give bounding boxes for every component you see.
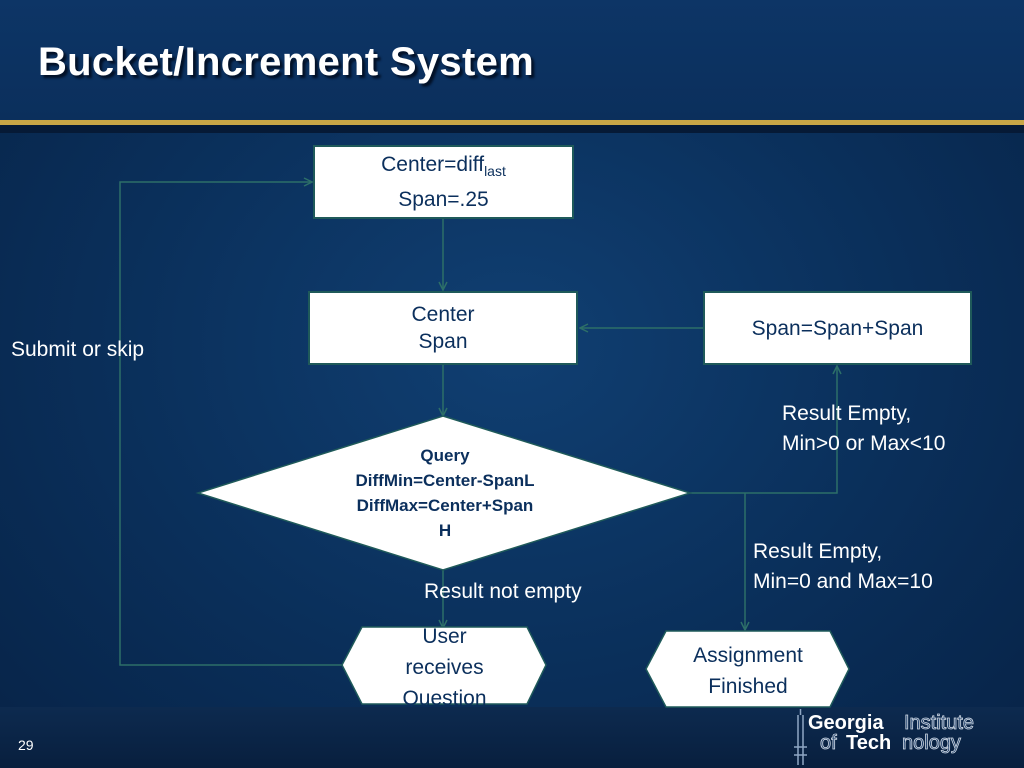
result-empty-partial-line2: Min>0 or Max<10 [782, 432, 946, 455]
logo-word-tech: Tech [846, 732, 891, 754]
footer-band [0, 707, 1024, 768]
slide-title: Bucket/Increment System [38, 40, 534, 84]
user-question-line3: Question [402, 687, 487, 707]
result-empty-partial-line1: Result Empty, [782, 402, 912, 425]
query-decision-diamond [195, 415, 693, 571]
assignment-line1: Assignment [693, 644, 803, 667]
query-line3: DiffMax=Center+Span [356, 496, 534, 515]
title-shadow-rule [0, 125, 1024, 133]
result-empty-full-label: Result Empty, Min=0 and Max=10 [753, 537, 933, 597]
tower-icon [794, 709, 807, 765]
init-box-line2: Span=.25 [398, 187, 489, 211]
init-subscript: last [484, 163, 506, 180]
query-line2: DiffMin=Center-SpanL [355, 471, 535, 490]
assignment-text: Assignment Finished [666, 640, 830, 702]
center-span-line1: Center [411, 303, 475, 326]
title-bar [0, 0, 1024, 120]
edge-query-to-span-update [690, 366, 837, 494]
init-box: Center=difflast Span=.25 [313, 145, 574, 219]
result-empty-full-line1: Result Empty, [753, 540, 883, 563]
query-line1: Query [420, 446, 470, 465]
init-box-line1: Center=difflast [381, 151, 506, 185]
logo-word-of: of [820, 732, 837, 754]
submit-or-skip-label: Submit or skip [11, 338, 145, 361]
user-question-hexagon [341, 626, 547, 705]
init-center-text: Center=diff [381, 153, 485, 177]
logo-word-georgia: Georgia [808, 712, 884, 734]
georgia-tech-logo: Georgia Institute of Tech nology [794, 709, 974, 765]
user-question-line2: receives [405, 656, 484, 679]
query-line4: H [438, 521, 452, 540]
logo-word-institute: Institute [904, 712, 974, 734]
assignment-hexagon [645, 630, 850, 708]
span-update-text: Span=Span+Span [751, 316, 924, 340]
user-question-line1: User [422, 625, 467, 648]
page-number: 29 [18, 737, 34, 753]
result-empty-partial-label: Result Empty, Min>0 or Max<10 [782, 399, 945, 459]
result-empty-full-line2: Min=0 and Max=10 [753, 570, 933, 593]
center-span-line2: Span [418, 330, 468, 353]
edge-user-loop-back [119, 182, 342, 666]
center-span-box: Center Span [308, 291, 578, 365]
logo-word-nology: nology [902, 732, 961, 754]
query-decision-text: Query DiffMin=Center-SpanL DiffMax=Cente… [315, 443, 575, 543]
span-update-box: Span=Span+Span [703, 291, 972, 365]
title-underline [0, 120, 1024, 125]
assignment-line2: Finished [708, 675, 788, 698]
user-question-text: User receives Question [362, 621, 527, 707]
result-not-empty-label: Result not empty [424, 580, 582, 603]
